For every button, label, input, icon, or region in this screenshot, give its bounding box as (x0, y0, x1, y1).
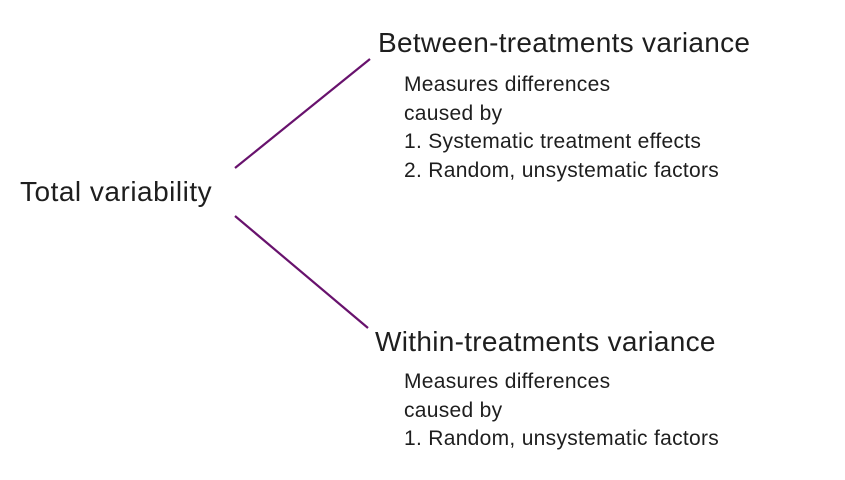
root-node-label: Total variability (20, 176, 213, 207)
description-line: caused by (404, 101, 503, 125)
branch-description-within-treatments: Measures differences caused by 1. Random… (404, 368, 719, 454)
description-line: 2. Random, unsystematic factors (404, 158, 720, 182)
branch-title-between-treatments: Between-treatments variance (378, 27, 751, 58)
description-line: caused by (404, 398, 503, 422)
description-line: Measures differences (404, 73, 611, 96)
connector-line-top-branch (234, 58, 371, 169)
branch-title-within-treatments: Within-treatments variance (375, 326, 716, 357)
branch-description-between-treatments: Measures differences caused by 1. System… (404, 71, 719, 185)
description-line: 1. Random, unsystematic factors (404, 427, 720, 450)
description-line: 1. Systematic treatment effects (404, 130, 702, 153)
description-line: Measures differences (404, 370, 611, 393)
connector-line-bottom-branch (234, 215, 369, 329)
